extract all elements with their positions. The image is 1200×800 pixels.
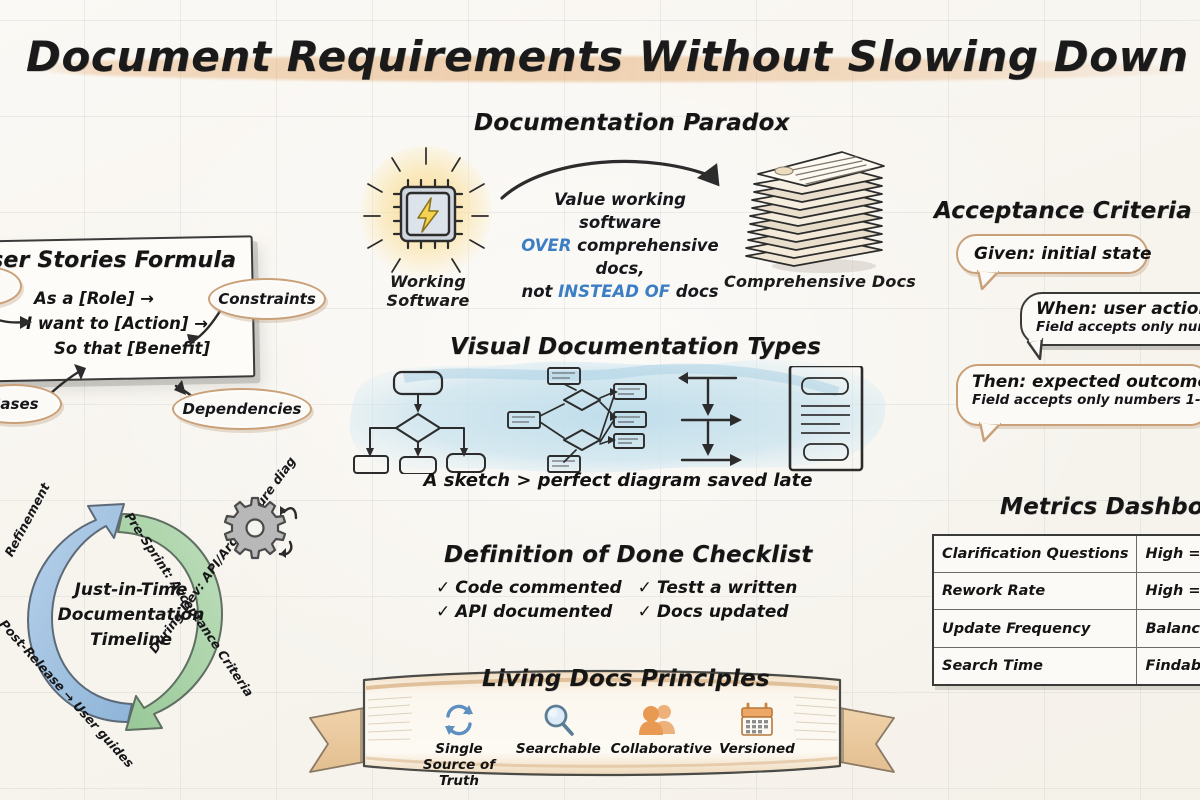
speech-tail-then [978,422,1002,442]
dod-item[interactable]: ✓Code commented [436,578,622,598]
jit-center-line: Just-in-Time [74,580,188,600]
acceptance-bubble-when[interactable]: When: user action Field accepts only num… [1020,292,1200,346]
paper-stack-icon [745,151,885,273]
section-heading-metrics-dashboard: Metrics Dashboard [1000,494,1200,520]
acceptance-bubble-when-sub: Field accepts only numbers 1- [1036,319,1200,335]
section-heading-user-stories-formula: User Stories Formula [0,248,237,273]
sync-arrows-icon [412,700,506,740]
user-stories-lines: As a [Role] → I want to [Action] → So th… [18,286,268,361]
title-highlight-stroke [28,56,1188,82]
section-heading-acceptance-criteria: Acceptance Criteria Cont [934,198,1200,224]
microchip-lightning-icon [392,178,464,250]
living-docs-items: Single Source of Truth Searchable [412,700,804,789]
comprehensive-docs-label: Comprehensive Docs [724,272,916,291]
metric-meaning: High = Ambigu [1136,572,1200,611]
table-row[interactable]: Rework Rate High = Ambigu [934,572,1200,611]
dod-item-label: Testt a written [656,578,798,598]
living-docs-item-label: Searchable [515,741,601,757]
visual-docs-sketch-art [353,366,864,474]
two-people-icon [611,700,705,740]
jit-center-line: Timeline [90,630,172,650]
living-docs-item-label: Single Source of Truth [422,741,496,789]
working-software-label: Working Software [386,272,470,310]
calendar-icon [710,700,804,740]
check-icon: ✓ [436,602,451,622]
definition-of-done-list: ✓Code commented ✓Testt a written ✓API do… [436,578,797,622]
chip-rays-icon [363,147,489,273]
ribbon-banner-shape [309,669,895,777]
flowchart-sketch [353,370,486,474]
visual-docs-subtitle: A sketch > perfect diagram saved late [423,470,813,491]
table-row[interactable]: Search Time Findable = User [934,647,1200,684]
section-heading-living-docs-principles: Living Docs Principles [482,666,770,692]
living-docs-item-searchable[interactable]: Searchable [511,700,605,757]
acceptance-bubble-given[interactable]: Given: initial state [956,234,1152,274]
jit-timeline-figure [0,484,286,754]
check-icon: ✓ [637,578,652,598]
user-stories-bubble-dependencies[interactable]: Dependencies [172,388,312,430]
dod-item-label: Code commented [455,578,622,598]
living-docs-item-label: Collaborative [610,741,712,757]
speech-tail-when [1026,338,1044,360]
living-docs-item-label: Versioned [719,741,795,757]
statement-over: OVER [521,236,572,255]
user-story-line: So that [Benefit] [54,339,211,358]
metric-name: Clarification Questions [934,536,1138,573]
comprehensive-docs-figure: Comprehensive Docs [724,138,916,298]
document-mockup-sketch [788,366,864,472]
curved-arrow-icon [500,159,720,200]
check-icon: ✓ [436,578,451,598]
user-stories-bubble-constraints[interactable]: Constraints [208,278,326,320]
jit-center-label: Just-in-Time Documentation Timeline [48,578,214,653]
acceptance-bubble-then-sub: Field accepts only numbers 1-100 ✓ [972,392,1200,408]
statement-instead-of: INSTEAD OF [558,282,671,301]
visual-docs-watercolor-wash [349,359,886,473]
gear-figure [218,492,302,568]
dod-item[interactable]: ✓API documented [436,602,622,622]
working-software-figure: Working Software [352,146,500,310]
metric-name: Rework Rate [934,572,1138,611]
acceptance-bubble-when-title: When: user action [1036,299,1200,319]
speech-tail-given [976,270,1000,290]
table-row[interactable]: Clarification Questions High = Need mo [934,536,1200,573]
metric-name: Search Time [934,647,1138,684]
dod-item[interactable]: ✓Testt a written [638,578,798,598]
acceptance-bubble-then-title: Then: expected outcome [972,372,1200,392]
section-heading-visual-documentation-types: Visual Documentation Types [450,334,821,360]
living-docs-item-versioned[interactable]: Versioned [710,700,804,757]
metric-meaning: High = Need mo [1136,536,1200,573]
statement-line-2: comprehensive docs, [571,236,719,278]
title-block: Document Requirements Without Slowing Do… [26,26,1200,92]
statement-not: not [521,282,559,301]
dod-item-label: Docs updated [656,602,789,622]
dod-item-label: API documented [455,602,613,622]
gear-rotation-icon [223,496,298,560]
dod-item[interactable]: ✓Docs updated [638,602,798,622]
section-heading-documentation-paradox: Documentation Paradox [474,110,790,136]
check-icon: ✓ [637,602,652,622]
magnifier-icon [511,700,605,740]
network-graph-sketch [507,367,647,473]
user-story-line: As a [Role] → [34,289,154,308]
jit-center-line: Documentation [57,605,205,625]
jit-cycle-arrows [27,503,223,731]
metric-meaning: Balance relevan [1136,609,1200,649]
section-heading-definition-of-done: Definition of Done Checklist [444,542,813,568]
acceptance-bubble-given-title: Given: initial state [974,244,1152,264]
living-docs-item-collaborative[interactable]: Collaborative [610,700,712,757]
living-docs-ribbon [302,660,902,796]
living-docs-item-single-source[interactable]: Single Source of Truth [412,700,506,789]
metric-meaning: Findable = User [1145,658,1200,675]
statement-line-3: docs [670,282,719,301]
paradox-statement: Value working software OVER comprehensiv… [512,188,728,303]
table-row[interactable]: Update Frequency Balance relevan [934,609,1200,649]
sequence-diagram-sketch [678,372,742,466]
statement-line-1: Value working software [554,190,686,232]
user-story-line: I want to [Action] → [26,314,208,333]
page-title: Document Requirements Without Slowing Do… [26,32,1200,81]
acceptance-bubble-then[interactable]: Then: expected outcome Field accepts onl… [956,364,1200,426]
metrics-table: Clarification Questions High = Need mo R… [932,534,1200,686]
metric-name: Update Frequency [934,609,1138,649]
